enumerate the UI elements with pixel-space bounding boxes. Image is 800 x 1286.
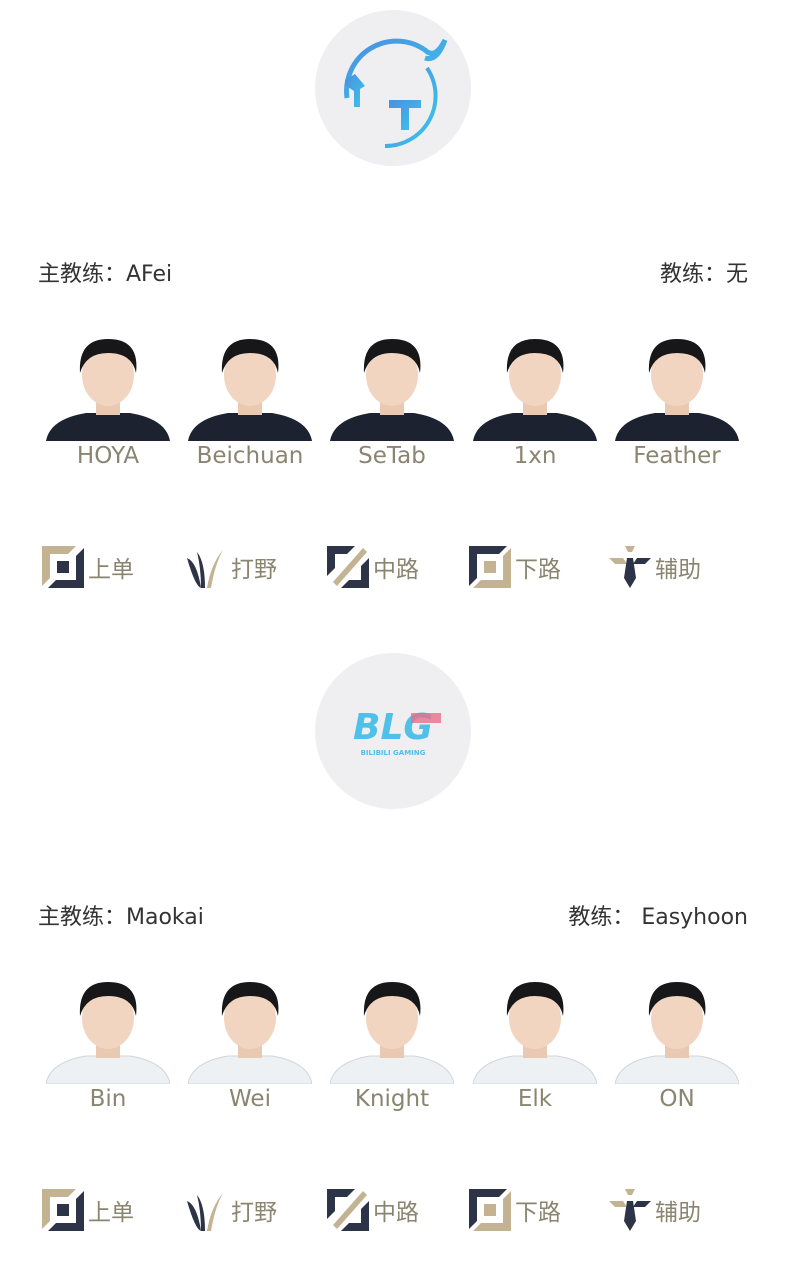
- role-bot-lane: 下路: [467, 1187, 561, 1233]
- role-label: 打野: [231, 1200, 277, 1226]
- player-name: Wei: [229, 1086, 271, 1112]
- player-card[interactable]: Feather: [607, 323, 747, 469]
- player-photo: [614, 966, 740, 1085]
- player-name: HOYA: [76, 443, 140, 469]
- top-lane-icon: [42, 1189, 84, 1231]
- role-mid-lane: 中路: [325, 1187, 419, 1233]
- player-photo: [472, 966, 598, 1085]
- role-top-lane: 上单: [40, 544, 134, 590]
- blg-team-logo: BLG BILIBILI GAMING: [315, 653, 471, 809]
- player-photo: [187, 966, 313, 1085]
- bot-lane-icon: [469, 1189, 511, 1231]
- role-label: 上单: [88, 1200, 134, 1226]
- role-jungle: 打野: [183, 544, 277, 590]
- head-coach-label: 主教练：AFei: [38, 262, 173, 287]
- player-name: 1xn: [513, 443, 557, 469]
- player-card[interactable]: Beichuan: [180, 323, 320, 469]
- role-jungle: 打野: [183, 1187, 277, 1233]
- player-photo: [45, 966, 171, 1085]
- player-card[interactable]: ON: [607, 966, 747, 1112]
- role-support: 辅助: [607, 544, 701, 590]
- coach-label: 教练：无: [659, 262, 748, 287]
- player-name: Elk: [517, 1086, 553, 1112]
- player-photo: [329, 966, 455, 1085]
- coach-label: 教练： Easyhoon: [568, 905, 748, 930]
- role-label: 辅助: [655, 1200, 701, 1226]
- player-card[interactable]: HOYA: [38, 323, 178, 469]
- player-photo: [46, 323, 170, 441]
- team-section-tt: 主教练：AFei 教练：无 HOYA Beichuan SeTab 1xn: [38, 10, 748, 590]
- player-name: Beichuan: [196, 443, 304, 469]
- player-card[interactable]: Knight: [322, 966, 462, 1112]
- jungle-icon: [187, 1193, 223, 1231]
- role-top-lane: 上单: [40, 1187, 134, 1233]
- blg-logo-subtext: BILIBILI GAMING: [361, 749, 426, 757]
- player-card[interactable]: Bin: [38, 966, 178, 1112]
- role-support: 辅助: [607, 1187, 701, 1233]
- jungle-icon: [187, 550, 223, 588]
- player-photo: [330, 323, 454, 441]
- bot-lane-icon: [469, 546, 511, 588]
- role-label: 下路: [515, 1200, 561, 1226]
- role-label: 中路: [373, 1200, 419, 1226]
- player-name: ON: [659, 1086, 695, 1112]
- mid-lane-icon: [327, 1189, 369, 1231]
- head-coach-label: 主教练：Maokai: [38, 905, 204, 930]
- player-card[interactable]: Elk: [465, 966, 605, 1112]
- support-icon: [609, 546, 651, 588]
- role-label: 下路: [515, 557, 561, 583]
- player-card[interactable]: SeTab: [322, 323, 462, 469]
- player-card[interactable]: Wei: [180, 966, 320, 1112]
- role-label: 辅助: [655, 557, 701, 583]
- player-photo: [615, 323, 739, 441]
- player-name: Bin: [89, 1086, 127, 1112]
- player-photo: [473, 323, 597, 441]
- role-label: 打野: [231, 557, 277, 583]
- support-icon: [609, 1189, 651, 1231]
- mid-lane-icon: [327, 546, 369, 588]
- role-label: 上单: [88, 557, 134, 583]
- player-card[interactable]: 1xn: [465, 323, 605, 469]
- player-photo: [188, 323, 312, 441]
- tt-team-logo: [315, 10, 471, 166]
- player-name: Knight: [354, 1086, 430, 1112]
- team-section-blg: BLG BILIBILI GAMING 主教练：Maokai 教练： Easyh…: [0, 643, 800, 1286]
- role-bot-lane: 下路: [467, 544, 561, 590]
- role-mid-lane: 中路: [325, 544, 419, 590]
- player-name: Feather: [633, 443, 721, 469]
- top-lane-icon: [42, 546, 84, 588]
- player-name: SeTab: [358, 443, 426, 469]
- role-label: 中路: [373, 557, 419, 583]
